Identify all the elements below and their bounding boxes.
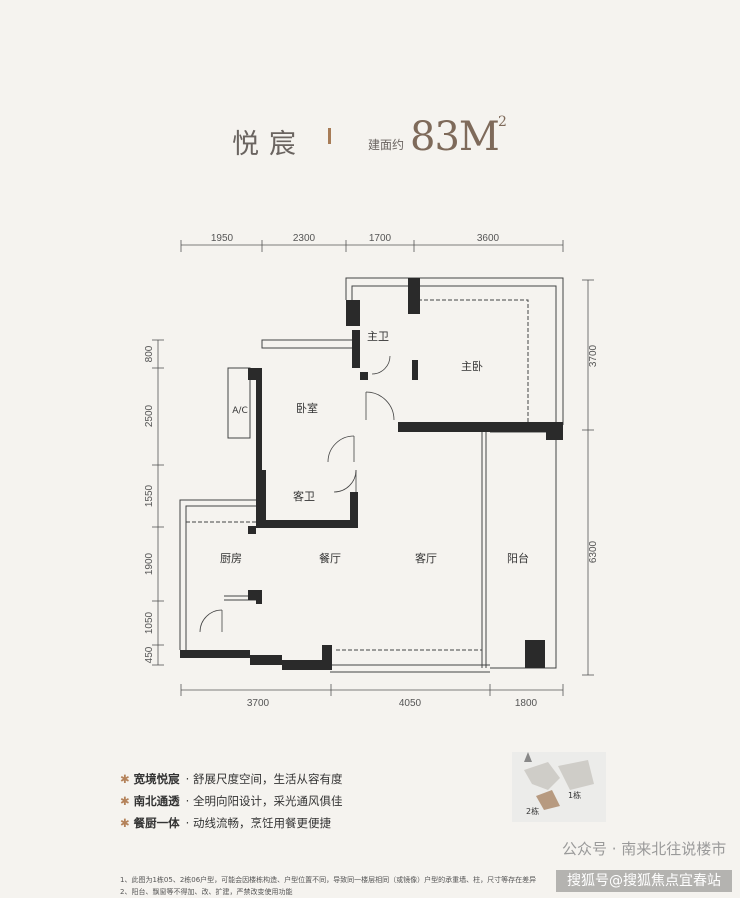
note-1: 1、此图为1栋05、2栋06户型，可能会因楼栋构造、户型位置不同，导致同一楼层相… (120, 876, 537, 884)
key-building-1: 1栋 (568, 790, 581, 800)
area-prefix: 建面约 (368, 138, 405, 152)
star-icon: ✱ (120, 816, 130, 830)
area-superscript: 2 (498, 114, 507, 130)
door-swings (199, 355, 395, 633)
dim-left-3: 1550 (144, 484, 155, 507)
right-dimension-line (582, 279, 594, 676)
room-master-bedroom: 主卧 (461, 360, 483, 373)
dim-top-2: 2300 (293, 233, 316, 244)
feature-text: · 舒展尺度空间，生活从容有度 (185, 772, 343, 786)
room-living: 客厅 (415, 551, 437, 565)
key-building-2: 2栋 (526, 806, 539, 816)
key-plan: 1栋 2栋 (512, 752, 606, 822)
feature-2: ✱南北通透 · 全明向阳设计，采光通风俱佳 (120, 793, 342, 809)
top-dimension-line (180, 240, 564, 252)
title-block: 悦宸 建面约 83M 2 (0, 108, 740, 168)
dim-top-1: 1950 (211, 233, 234, 244)
left-dimension-line (152, 339, 164, 666)
dim-right-2: 6300 (588, 540, 599, 563)
feature-title: 餐厨一体 (133, 816, 180, 830)
dim-bottom-1: 3700 (247, 698, 270, 709)
dim-top-4: 3600 (477, 233, 500, 244)
title-divider (328, 128, 331, 144)
dim-left-4: 1900 (144, 552, 155, 575)
star-icon: ✱ (120, 772, 130, 786)
bottom-dimension-line (180, 684, 564, 696)
room-bedroom: 卧室 (296, 401, 318, 415)
room-guest-bath: 客卫 (293, 489, 315, 503)
dim-top-3: 1700 (369, 233, 392, 244)
feature-title: 宽境悦宸 (133, 772, 180, 786)
dim-left-1: 800 (144, 345, 155, 362)
feature-text: · 动线流畅，烹饪用餐更便捷 (185, 816, 331, 830)
watermark-wechat: 公众号 · 南来北往说楼市 (562, 840, 727, 858)
feature-3: ✱餐厨一体 · 动线流畅，烹饪用餐更便捷 (120, 815, 331, 831)
note-2: 2、阳台、飘窗等不得加、改、扩建，严禁改变使用功能 (120, 888, 293, 896)
dim-bottom-3: 1800 (515, 698, 538, 709)
star-icon: ✱ (120, 794, 130, 808)
feature-title: 南北通透 (133, 794, 180, 808)
dim-right-1: 3700 (588, 344, 599, 367)
room-balcony: 阳台 (507, 551, 529, 565)
dim-left-2: 2500 (144, 404, 155, 427)
walls (180, 278, 563, 670)
dim-left-5: 1050 (144, 611, 155, 634)
feature-1: ✱宽境悦宸 · 舒展尺度空间，生活从容有度 (120, 771, 342, 787)
feature-text: · 全明向阳设计，采光通风俱佳 (185, 794, 343, 808)
area-value: 83M (410, 114, 500, 160)
room-ac: A/C (232, 406, 247, 416)
room-kitchen: 厨房 (220, 552, 242, 565)
watermark-sohu: 搜狐号@搜狐焦点宜春站 (556, 870, 732, 892)
dim-bottom-2: 4050 (399, 698, 422, 709)
dim-left-6: 450 (144, 646, 155, 663)
room-master-bath: 主卫 (367, 330, 389, 343)
unit-name: 悦宸 (232, 129, 306, 160)
room-dining: 餐厅 (319, 551, 341, 565)
